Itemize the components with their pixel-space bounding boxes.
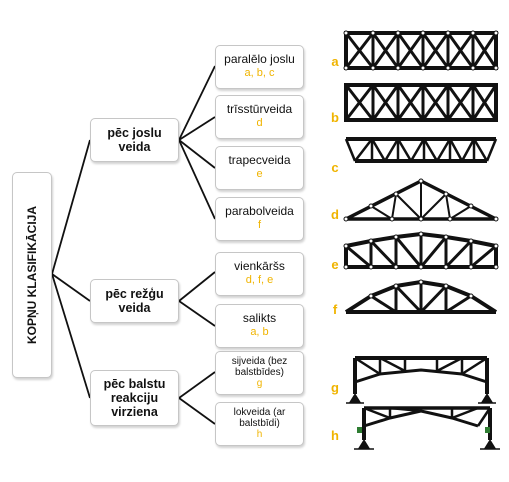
truss-letter-g: g [331, 380, 339, 395]
truss-b-drawing [344, 83, 498, 122]
leaf-node: trapecveida e [215, 146, 304, 190]
leaf-title: parabolveida [225, 204, 294, 218]
leaf-refs: f [257, 219, 262, 231]
leaf-node: paralēlo joslu a, b, c [215, 45, 304, 89]
leaf-refs: g [256, 378, 263, 389]
truss-d-drawing [343, 178, 499, 222]
leaf-node: lokveida (ar balstbīdi) h [215, 402, 304, 446]
group-label: pēc joslu veida [107, 126, 162, 154]
leaf-node: salikts a, b [215, 304, 304, 348]
leaf-refs: a, b, c [244, 67, 275, 79]
group-label: pēc balstu reakciju virziena [103, 377, 166, 419]
truss-e-drawing [343, 231, 499, 270]
truss-letter-e: e [331, 257, 339, 272]
truss-f-drawing [344, 279, 498, 314]
truss-g-drawing [346, 356, 496, 404]
leaf-title: trapecveida [228, 153, 291, 167]
group-label: pēc režģu veida [105, 287, 164, 315]
leaf-refs: a, b [250, 326, 269, 338]
leaf-title: trīsstūrveida [226, 102, 293, 116]
truss-a-drawing [343, 30, 499, 71]
truss-c-drawing [344, 137, 498, 163]
group-node-joslu: pēc joslu veida [90, 118, 179, 162]
root-node: KOPŅU KLASIFIKĀCIJA [12, 172, 52, 378]
leaf-refs: e [256, 168, 263, 180]
leaf-node: sijveida (bez balstbīdes) g [215, 351, 304, 395]
leaf-refs: d, f, e [245, 274, 274, 286]
truss-h-drawing [354, 406, 500, 450]
leaf-node: parabolveida f [215, 197, 304, 241]
group-node-balstu: pēc balstu reakciju virziena [90, 370, 179, 426]
leaf-title: sijveida (bez balstbīdes) [231, 356, 288, 378]
truss-letter-f: f [332, 302, 338, 317]
group-node-rezgu: pēc režģu veida [90, 279, 179, 323]
leaf-refs: d [256, 117, 263, 129]
truss-letter-b: b [331, 110, 339, 125]
truss-letter-a: a [331, 54, 339, 69]
truss-letter-d: d [331, 207, 339, 222]
leaf-title: salikts [242, 311, 277, 325]
leaf-title: paralēlo joslu [224, 52, 295, 66]
leaf-refs: h [256, 429, 263, 440]
leaf-title: lokveida (ar balstbīdi) [233, 407, 286, 429]
leaf-node: trīsstūrveida d [215, 95, 304, 139]
leaf-title: vienkāršs [234, 259, 285, 273]
leaf-node: vienkāršs d, f, e [215, 252, 304, 296]
truss-letter-c: c [331, 160, 339, 175]
truss-letter-h: h [331, 428, 339, 443]
